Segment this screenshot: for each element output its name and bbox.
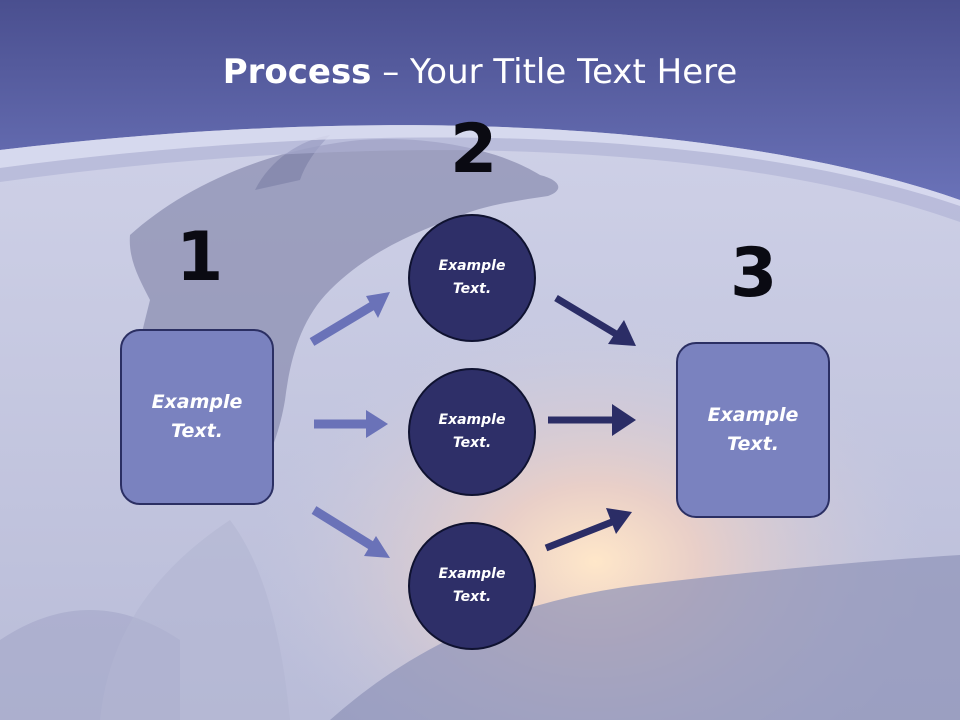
step-1-label: Example Text.: [151, 391, 243, 442]
arrow-1-to-node-2: [314, 410, 388, 438]
slide-title: Process – Your Title Text Here: [0, 52, 960, 92]
step-number-3: 3: [730, 234, 778, 313]
middle-node-2: Example Text.: [408, 368, 536, 496]
middle-node-3-label: Example Text.: [438, 566, 506, 605]
title-rest: – Your Title Text Here: [371, 52, 738, 92]
step-3-label: Example Text.: [707, 404, 799, 455]
title-bold: Process: [222, 52, 372, 92]
step-number-2: 2: [450, 110, 498, 189]
step-number-1: 1: [176, 218, 224, 297]
middle-node-1-label: Example Text.: [438, 258, 506, 297]
arrow-node-3-to-3: [544, 508, 632, 552]
arrow-1-to-node-3: [311, 506, 390, 558]
arrow-1-to-node-1: [309, 292, 390, 346]
middle-node-2-label: Example Text.: [438, 412, 506, 451]
arrow-node-2-to-3: [548, 404, 636, 436]
middle-node-3: Example Text.: [408, 522, 536, 650]
step-3-box: Example Text.: [676, 342, 830, 518]
step-1-box: Example Text.: [120, 329, 274, 505]
middle-node-1: Example Text.: [408, 214, 536, 342]
arrow-node-1-to-3: [554, 294, 636, 346]
